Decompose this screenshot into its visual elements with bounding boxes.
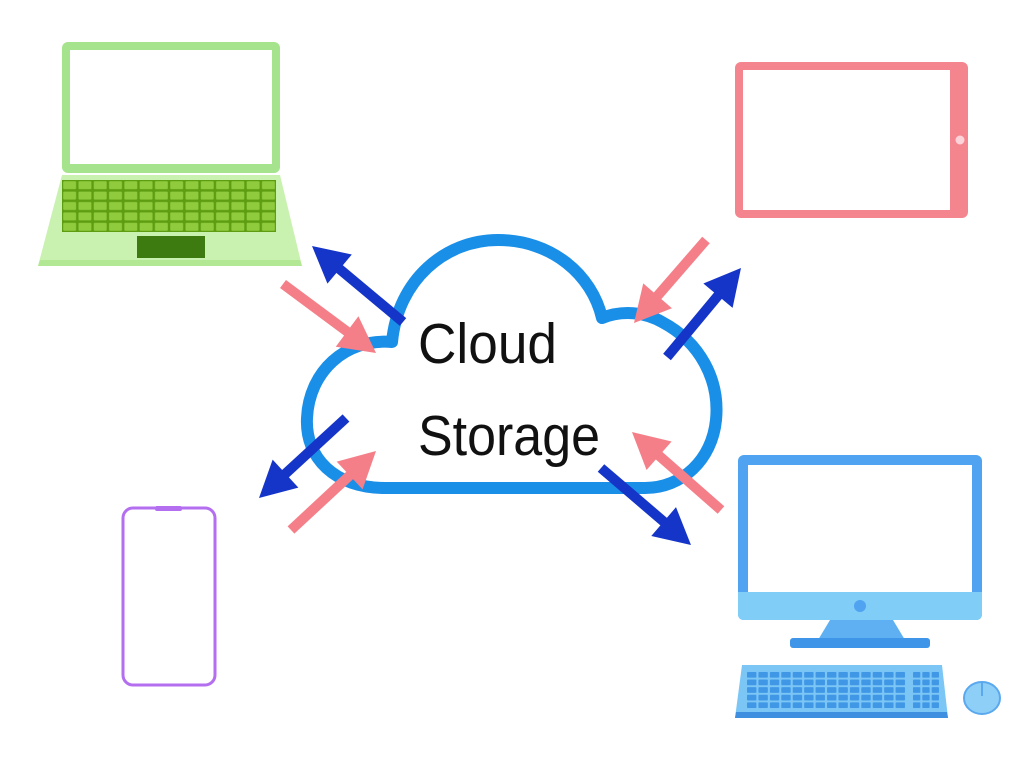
tablet-home-button xyxy=(955,135,965,145)
desktop-upload-arrow xyxy=(632,432,725,514)
desktop-computer-icon xyxy=(735,455,1001,718)
monitor-stand-base xyxy=(790,638,930,648)
keyboard-front-edge xyxy=(735,712,948,718)
monitor-power-button xyxy=(854,600,866,612)
smartphone-icon xyxy=(121,506,217,687)
desktop-download-arrow xyxy=(597,464,691,545)
tablet-upload-arrow xyxy=(634,236,710,323)
cloud-label-line2: Storage xyxy=(418,404,600,468)
laptop-base-edge xyxy=(38,260,302,266)
cloud-shape xyxy=(300,234,723,494)
tablet-icon xyxy=(735,62,968,218)
phone-frame xyxy=(121,506,217,687)
laptop-trackpad xyxy=(137,236,205,258)
keyboard-numpad-keys xyxy=(912,671,940,709)
cloud-label-line1: Cloud xyxy=(418,312,557,376)
phone-download-arrow xyxy=(259,414,350,498)
monitor-screen xyxy=(748,465,972,592)
phone-upload-arrow xyxy=(287,451,376,534)
keyboard-main-keys xyxy=(746,671,906,709)
tablet-download-arrow xyxy=(663,268,741,361)
cloud-icon: Cloud Storage xyxy=(300,234,723,494)
monitor-stand-neck xyxy=(818,620,905,640)
laptop-screen xyxy=(70,50,272,164)
laptop-keys xyxy=(62,180,276,232)
tablet-screen xyxy=(743,70,950,210)
laptop-icon xyxy=(38,42,302,266)
phone-notch xyxy=(155,506,182,511)
laptop-download-arrow xyxy=(312,246,407,326)
laptop-upload-arrow xyxy=(280,279,376,353)
